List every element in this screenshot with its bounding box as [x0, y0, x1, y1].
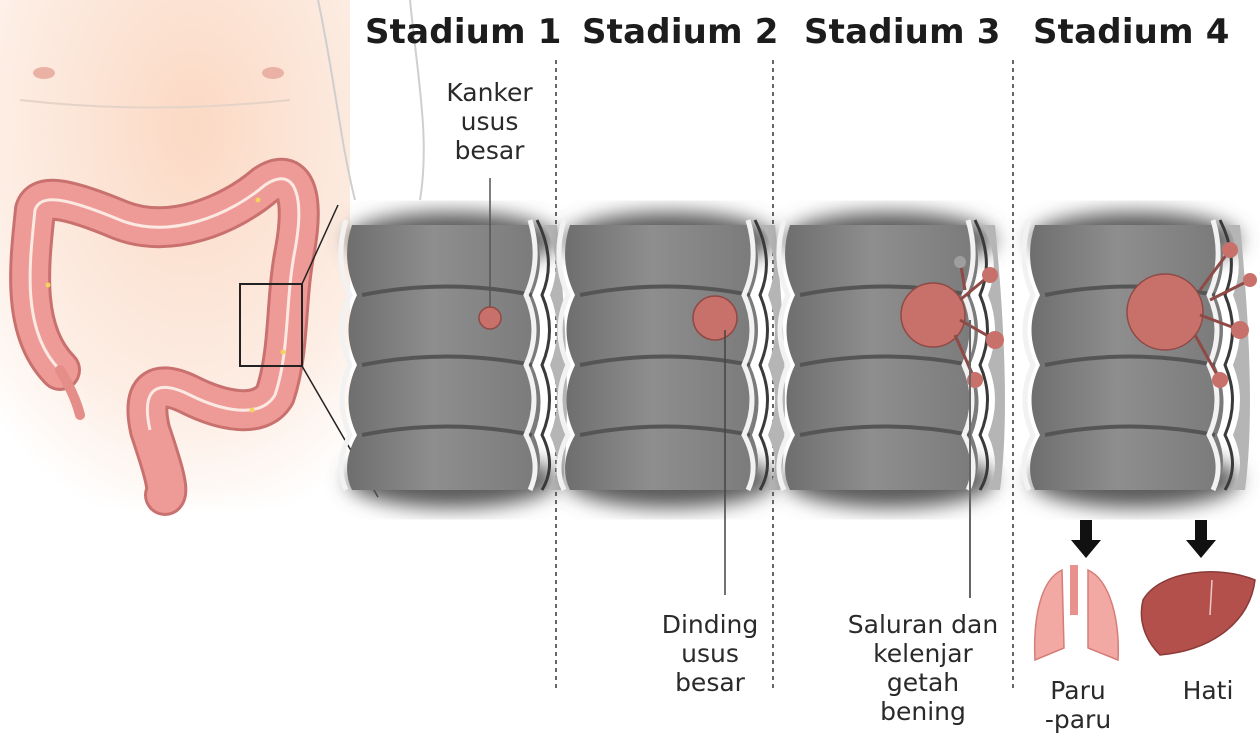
liver-icon: [1141, 572, 1255, 655]
intestine-segment-1: [341, 212, 567, 508]
stage-1-title: Stadium 1: [365, 12, 562, 52]
intestine-segment-4: [1024, 212, 1250, 508]
label-kanker-usus-besar: Kanker usus besar: [432, 78, 547, 165]
label-dinding-usus-besar: Dinding usus besar: [650, 610, 770, 697]
intestine-segment-2: [559, 212, 785, 508]
label-paru-paru: Paru -paru: [1032, 676, 1124, 734]
stage-4-title: Stadium 4: [1033, 12, 1230, 52]
stage-3-title: Stadium 3: [804, 12, 1001, 52]
stage-2-title: Stadium 2: [582, 12, 779, 52]
lungs-icon: [1035, 565, 1119, 660]
down-arrow-icon: [1186, 520, 1216, 558]
down-arrow-icon: [1071, 520, 1101, 558]
label-hati: Hati: [1168, 676, 1248, 705]
intestine-segment-3: [779, 212, 1005, 508]
label-saluran-kelenjar-getah-bening: Saluran dan kelenjar getah bening: [838, 610, 1008, 726]
